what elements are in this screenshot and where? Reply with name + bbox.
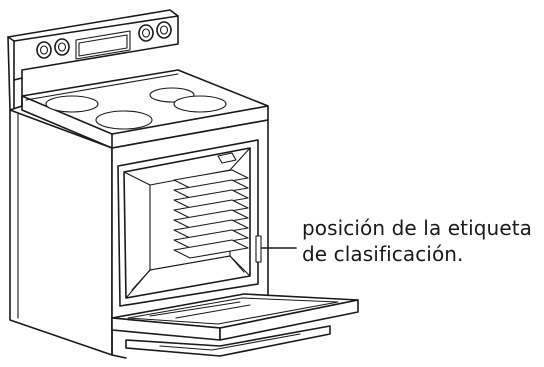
storage-drawer <box>125 325 331 357</box>
burner-left-front <box>45 95 99 113</box>
backguard-panel <box>7 9 179 111</box>
control-knob-left-1 <box>36 41 52 59</box>
control-knob-left-2 <box>54 38 70 56</box>
cooktop-burners <box>45 87 227 130</box>
oven-rack-guides <box>173 152 249 259</box>
display-window <box>75 30 131 60</box>
callout-label-line-1: posición de la etiqueta <box>302 216 533 240</box>
burner-center-front <box>95 110 153 130</box>
oven-door-open <box>111 293 359 341</box>
control-knob-right-2 <box>156 21 172 39</box>
burner-right <box>173 95 227 113</box>
callout-label-line-2: de clasificación. <box>302 242 464 266</box>
control-knob-right-1 <box>138 24 154 42</box>
rating-label-marker <box>255 235 262 263</box>
